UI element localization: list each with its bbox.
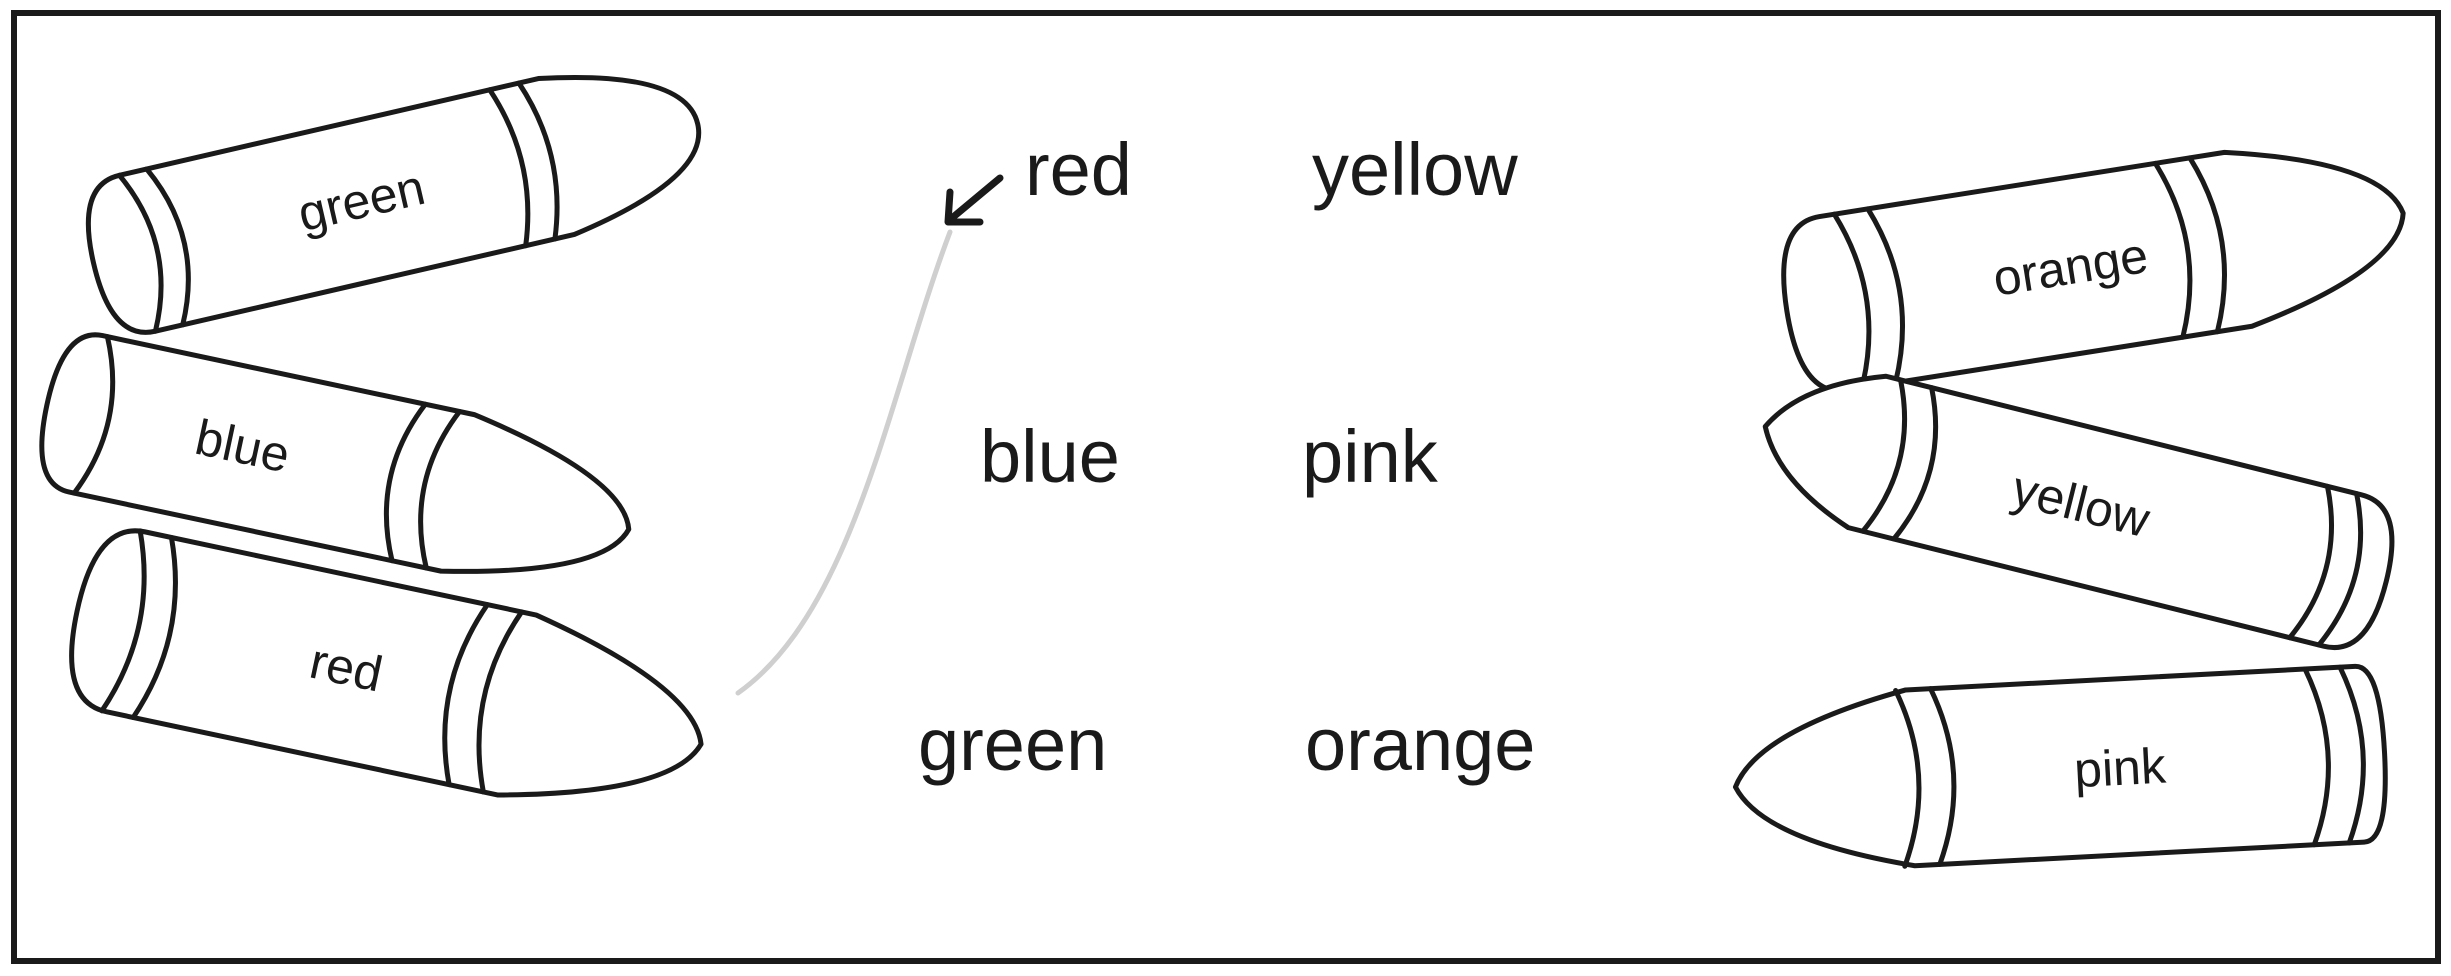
word-orange[interactable]: orange xyxy=(1305,703,1535,786)
crayon-yellow[interactable]: yellow xyxy=(1746,351,2405,657)
crayon-pink[interactable]: pink xyxy=(1731,663,2389,875)
crayon-red[interactable]: red xyxy=(58,521,720,834)
word-blue[interactable]: blue xyxy=(980,415,1120,498)
word-green[interactable]: green xyxy=(918,703,1107,786)
word-yellow[interactable]: yellow xyxy=(1312,128,1518,211)
word-red[interactable]: red xyxy=(1025,128,1132,211)
word-pink[interactable]: pink xyxy=(1302,415,1439,498)
crayon-green[interactable]: green xyxy=(76,46,716,341)
crayon-orange[interactable]: orange xyxy=(1773,126,2417,397)
crayon-blue[interactable]: blue xyxy=(30,327,645,607)
example-match-line xyxy=(735,229,953,696)
arrow-head-icon xyxy=(944,174,1004,226)
crayon-label-pink: pink xyxy=(2073,737,2169,798)
